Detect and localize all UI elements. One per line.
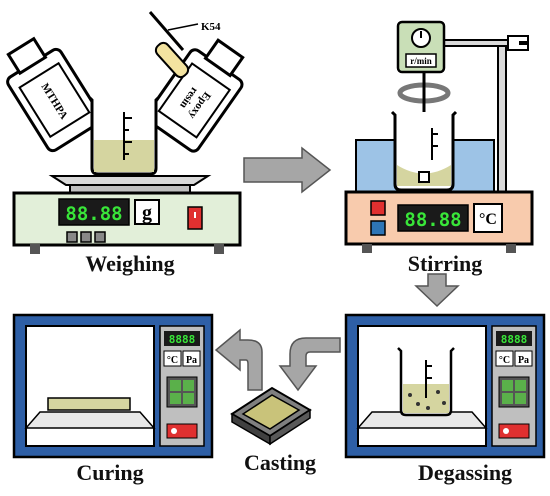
curing-power-switch[interactable] — [166, 423, 198, 439]
balance-display — [58, 198, 130, 226]
degassing-keypad-2[interactable] — [515, 380, 526, 391]
degassing-oven-display — [496, 331, 532, 346]
degassing-oven-readout: 8888 — [501, 333, 528, 346]
curing-keypad-4[interactable] — [183, 393, 194, 404]
curing-oven-display — [164, 331, 200, 346]
degassing-keypad-3[interactable] — [502, 393, 513, 404]
casting-mold — [230, 386, 312, 446]
k54-label: K54 — [201, 21, 221, 33]
curing-pa-label: Pa — [186, 355, 197, 366]
stirrer-up-button[interactable] — [370, 200, 386, 216]
balance-readout: 88.88 — [65, 203, 122, 225]
weighing-beaker — [88, 96, 160, 176]
stirrer-motor: r/min — [396, 20, 446, 74]
stirrer-unit: °C — [479, 211, 497, 228]
degassing-pa-label: Pa — [518, 355, 529, 366]
stirrer-unit-box — [473, 203, 503, 233]
curing-keypad-1[interactable] — [170, 380, 181, 391]
step-label-casting: Casting — [243, 450, 317, 475]
balance-button-3[interactable] — [94, 231, 106, 243]
step-label-weighing: Weighing — [85, 251, 175, 276]
stirrer-down-button[interactable] — [370, 220, 386, 236]
curing-celsius-label: °C — [167, 355, 178, 366]
degassing-power-switch[interactable] — [498, 423, 530, 439]
step-label-curing: Curing — [76, 460, 144, 485]
degassing-keypad-4[interactable] — [515, 393, 526, 404]
weighing-setup: MTHPA Epoxy resin K54 — [6, 11, 245, 254]
balance-button-1[interactable] — [66, 231, 78, 243]
degassing-celsius-label: °C — [499, 355, 510, 366]
curing-keypad-3[interactable] — [170, 393, 181, 404]
stirrer-readout: 88.88 — [404, 209, 461, 231]
curing-oven: 8888 °C Pa — [12, 313, 214, 459]
arrow-stirring-to-degassing — [414, 273, 460, 308]
mthpa-bottle: MTHPA — [6, 36, 103, 153]
epoxy-resin-bottle: Epoxy resin — [145, 38, 245, 153]
curing-keypad-2[interactable] — [183, 380, 194, 391]
balance-unit: g — [142, 202, 152, 224]
degassing-oven: 8888 °C Pa — [344, 313, 546, 459]
balance-button-2[interactable] — [80, 231, 92, 243]
speed-unit-label: r/min — [410, 56, 432, 66]
step-label-stirring: Stirring — [407, 251, 483, 276]
stirrer-display — [397, 204, 469, 232]
arrow-degassing-to-casting — [278, 337, 341, 392]
balance-unit-box — [134, 199, 160, 225]
arrow-casting-to-curing — [214, 328, 263, 391]
degassing-keypad-1[interactable] — [502, 380, 513, 391]
stirring-setup: r/min 88.88 °C — [344, 20, 534, 253]
arrow-weighing-to-stirring — [243, 146, 332, 194]
dropper: K54 — [148, 11, 221, 79]
curing-oven-readout: 8888 — [169, 333, 196, 346]
balance: 88.88 g — [12, 175, 242, 254]
step-label-degassing: Degassing — [417, 460, 513, 485]
